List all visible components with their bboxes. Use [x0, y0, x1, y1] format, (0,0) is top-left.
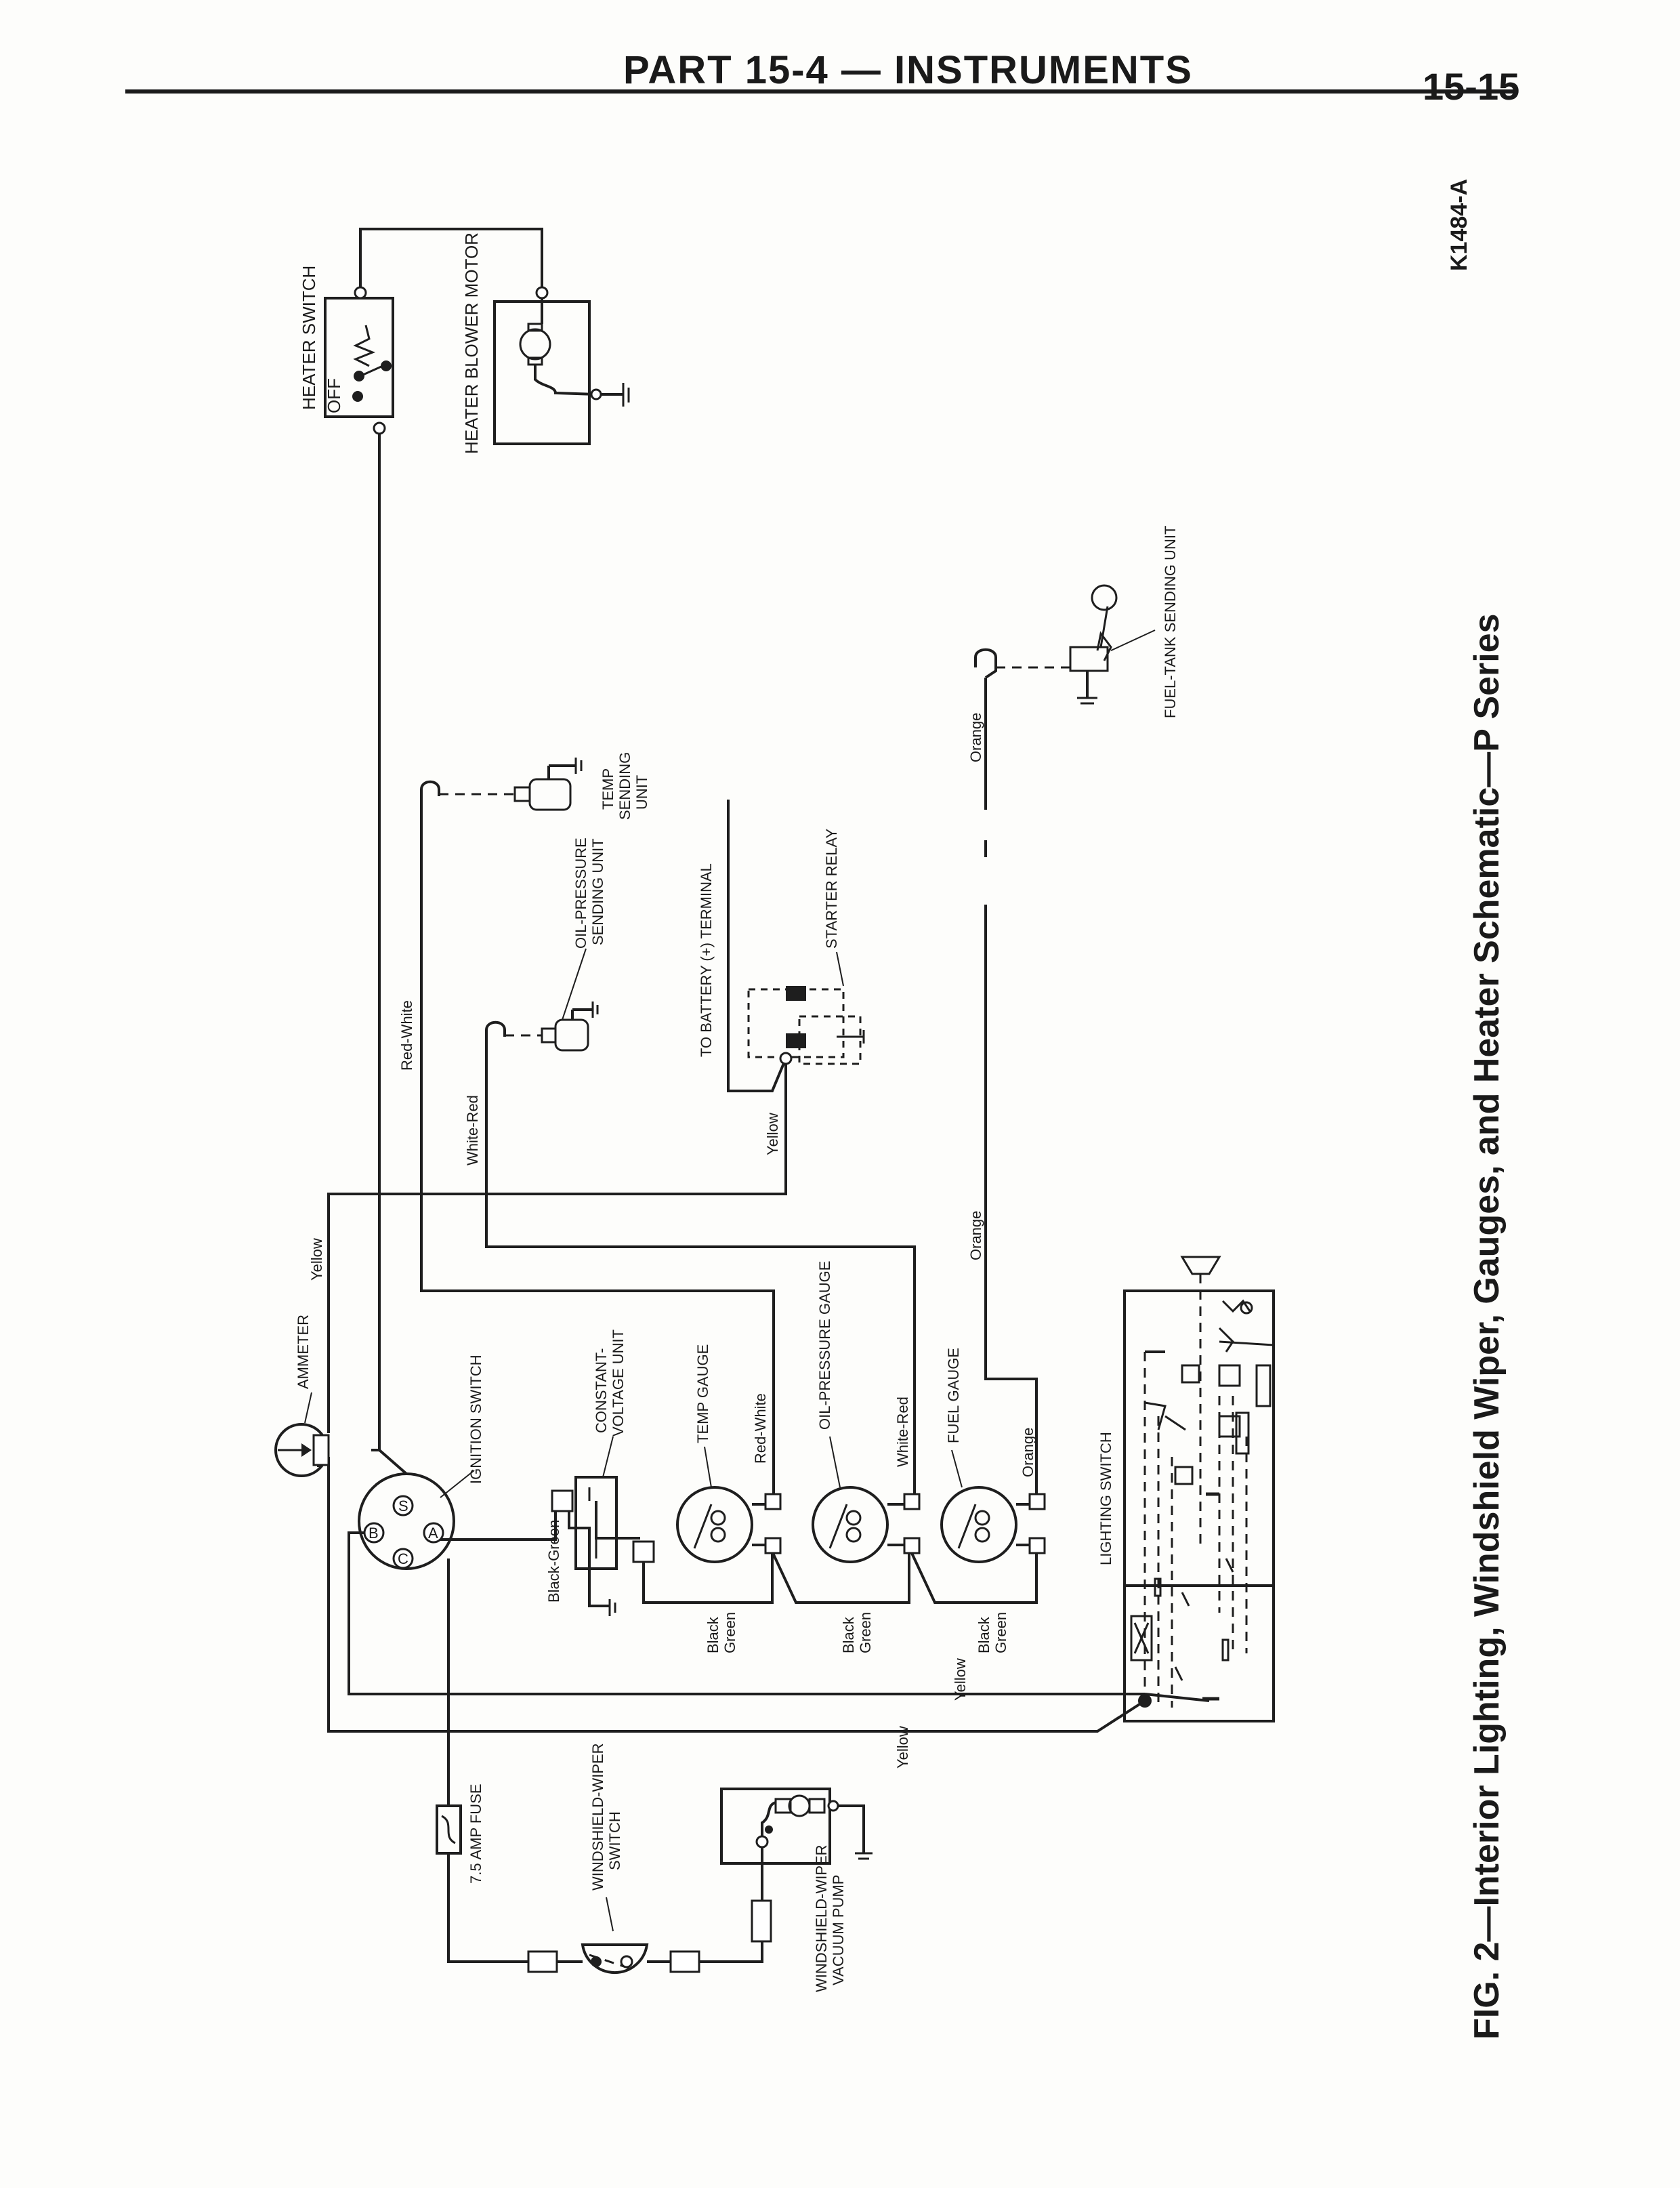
fuel-tank-sending-unit-label: FUEL-TANK SENDING UNIT [1162, 526, 1179, 718]
wire-label-red-white-1: Red-White [398, 1000, 415, 1071]
wire-label-yellow-1: Yellow [764, 1113, 781, 1155]
ammeter: AMMETER [274, 1315, 330, 1477]
wire-label-black-2: Black [840, 1616, 857, 1653]
wiring-lines [317, 228, 1210, 1963]
temp-sending-unit-label-1: TEMP [600, 768, 616, 810]
wire-orange-lower [984, 905, 1038, 1498]
wire-label-white-red-1: White-Red [464, 1095, 481, 1165]
wire-label-black-1: Black [705, 1616, 721, 1653]
heater-blower-motor: HEATER BLOWER MOTOR [461, 232, 630, 454]
cvu-label-2: VOLTAGE UNIT [610, 1329, 627, 1437]
wire-heater-feed [376, 428, 381, 1451]
heater-switch: OFF HEATER SWITCH [299, 266, 394, 435]
battery-terminal-label: TO BATTERY (+) TERMINAL [698, 863, 715, 1057]
wire-fuse-to-wiper [447, 1853, 528, 1963]
starter-relay-label: STARTER RELAY [823, 828, 840, 949]
ammeter-label: AMMETER [295, 1315, 312, 1389]
wire-label-green-3: Green [992, 1612, 1009, 1653]
wire-ign-c [348, 1531, 1145, 1695]
temp-sending-unit: TEMP SENDING UNIT [420, 752, 650, 820]
wire-label-green-2: Green [857, 1612, 874, 1653]
ignition-switch-label: IGNITION SWITCH [467, 1355, 484, 1484]
wire-white-red [485, 1040, 916, 1498]
ign-terminal-s: S [398, 1498, 408, 1514]
wire-red-white [420, 798, 775, 1498]
wire-label-yellow-3: Yellow [952, 1658, 969, 1701]
wire-ign-a-cvu [440, 1501, 557, 1541]
ign-terminal-b: B [369, 1525, 379, 1542]
lighting-switch-label: LIGHTING SWITCH [1097, 1432, 1114, 1565]
fuel-gauge-label: FUEL GAUGE [945, 1348, 962, 1443]
wire-label-orange-2: Orange [967, 1211, 984, 1260]
wire-cvu-temp [642, 1548, 774, 1604]
wire-label-yellow-4: Yellow [894, 1726, 911, 1769]
oil-sending-label-1: OIL-PRESSURE [572, 838, 589, 949]
oil-sending-label-2: SENDING UNIT [589, 838, 606, 945]
wire-temp-oil [771, 1548, 910, 1604]
wire-oil-fuel [910, 1548, 1038, 1604]
ign-terminal-c: C [398, 1550, 408, 1567]
fuse: 7.5 AMP FUSE [436, 1783, 484, 1884]
wiper-switch-label-2: SWITCH [606, 1811, 623, 1870]
windshield-wiper-switch: WINDSHIELD-WIPER SWITCH [527, 1743, 700, 1975]
constant-voltage-unit: CONSTANT- VOLTAGE UNIT [551, 1329, 655, 1616]
temp-sending-unit-label-3: UNIT [633, 775, 650, 810]
heater-blower-motor-label: HEATER BLOWER MOTOR [461, 232, 482, 454]
wire-color-labels: Red-White White-Red Yellow Yellow Orange… [308, 713, 1036, 1769]
wire-heater-to-ign [378, 1449, 408, 1475]
ignition-switch: B S A C IGNITION SWITCH [358, 1355, 484, 1570]
temp-gauge: TEMP GAUGE [676, 1344, 782, 1563]
wiper-pump-label-1: WINDSHIELD-WIPER [813, 1844, 830, 1992]
wire-cvu-out [595, 1501, 640, 1540]
part-title: PART 15-4 — INSTRUMENTS [623, 48, 1193, 92]
wiper-pump-label-2: VACUUM PUMP [830, 1875, 847, 1985]
wire-battery [727, 800, 787, 1092]
page-number: 15-15 [1423, 65, 1520, 108]
wire-yellow-top [327, 1058, 787, 1433]
lighting-switch: LIGHTING SWITCH [1097, 1256, 1275, 1722]
wire-lighting-end [1144, 1693, 1210, 1702]
ign-terminal-a: A [428, 1525, 438, 1542]
wire-heater-loop [359, 228, 543, 291]
oil-pressure-gauge-label: OIL-PRESSURE GAUGE [816, 1261, 833, 1430]
cvu-label-1: CONSTANT- [593, 1348, 610, 1433]
temp-sending-unit-label-2: SENDING [616, 752, 633, 820]
wire-label-black-3: Black [975, 1616, 992, 1653]
heater-switch-off: OFF [324, 378, 344, 413]
heater-switch-label: HEATER SWITCH [299, 266, 319, 410]
figure-caption: FIG. 2—Interior Lighting, Windshield Wip… [1467, 613, 1507, 2040]
fuse-label: 7.5 AMP FUSE [467, 1783, 484, 1884]
wire-label-red-white-2: Red-White [752, 1393, 769, 1464]
wire-label-yellow-2: Yellow [308, 1238, 325, 1281]
wire-label-green-1: Green [721, 1612, 738, 1653]
figure-code: K1484-A [1446, 179, 1472, 271]
wire-yellow-lighting [327, 1457, 1146, 1733]
wire-label-orange-3: Orange [1020, 1428, 1036, 1477]
wire-label-white-red-2: White-Red [894, 1397, 911, 1467]
header-rule [125, 89, 1517, 94]
wire-label-black-green: Black-Green [545, 1520, 562, 1603]
starter-relay: TO BATTERY (+) TERMINAL STARTER RELAY [698, 828, 865, 1065]
wire-label-orange-1: Orange [967, 713, 984, 762]
windshield-wiper-vacuum-pump: WINDSHIELD-WIPER VACUUM PUMP [720, 1788, 873, 1992]
wiper-switch-label-1: WINDSHIELD-WIPER [589, 1743, 606, 1891]
fuel-gauge: FUEL GAUGE [940, 1348, 1046, 1563]
oil-pressure-sending-unit: OIL-PRESSURE SENDING UNIT [485, 838, 606, 1052]
wire-to-pump [698, 1941, 763, 1963]
wire-cvu-ground [568, 1511, 610, 1607]
oil-pressure-gauge: OIL-PRESSURE GAUGE [812, 1261, 921, 1563]
temp-gauge-label: TEMP GAUGE [694, 1344, 711, 1443]
fuel-tank-sending-unit: FUEL-TANK SENDING UNIT [974, 526, 1179, 718]
